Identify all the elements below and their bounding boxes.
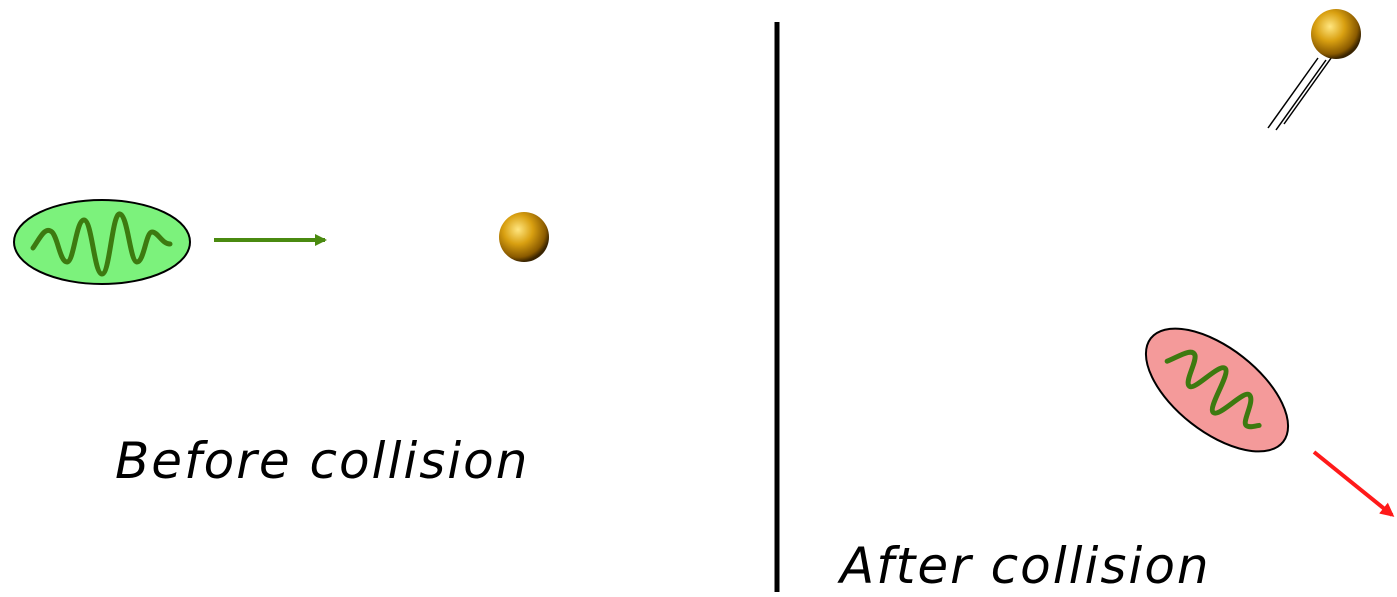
particle-at-rest-icon bbox=[499, 212, 549, 262]
before-panel bbox=[14, 200, 549, 284]
after-collision-caption: After collision bbox=[840, 537, 1211, 595]
before-collision-caption: Before collision bbox=[115, 432, 529, 490]
scattered-direction-arrow bbox=[1314, 452, 1392, 515]
recoil-particle-icon bbox=[1268, 9, 1361, 130]
after-panel bbox=[1125, 9, 1392, 515]
recoil-particle-sphere-icon bbox=[1311, 9, 1361, 59]
incoming-photon-icon bbox=[14, 200, 190, 284]
scattered-photon-icon bbox=[1125, 305, 1309, 475]
